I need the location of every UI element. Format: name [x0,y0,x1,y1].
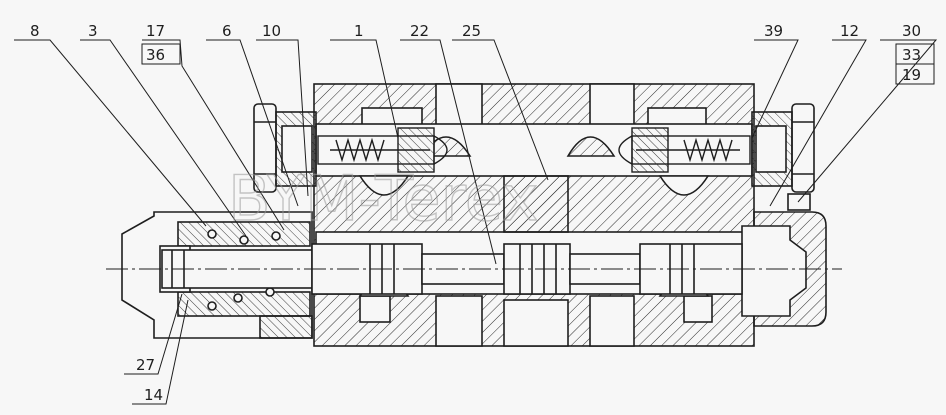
callout-1: 1 [354,22,364,40]
callout-25: 25 [462,22,481,40]
callout-36: 36 [146,46,165,64]
callout-8: 8 [30,22,40,40]
upper-check-valve [317,127,751,173]
callout-10: 10 [262,22,281,40]
callout-17: 17 [146,22,165,40]
callout-30: 30 [902,22,921,40]
watermark: BYM-Terex [228,162,539,235]
callout-33: 33 [902,46,921,64]
callout-box-19 [895,63,935,85]
callout-6: 6 [222,22,232,40]
callout-19: 19 [902,66,921,84]
callout-27: 27 [136,356,155,374]
leader-lines [14,39,938,405]
callout-box-36 [141,43,181,65]
callout-22: 22 [410,22,429,40]
callout-14: 14 [144,386,163,404]
right-cap [741,193,827,327]
callout-39: 39 [764,22,783,40]
callout-12: 12 [840,22,859,40]
callout-3: 3 [88,22,98,40]
